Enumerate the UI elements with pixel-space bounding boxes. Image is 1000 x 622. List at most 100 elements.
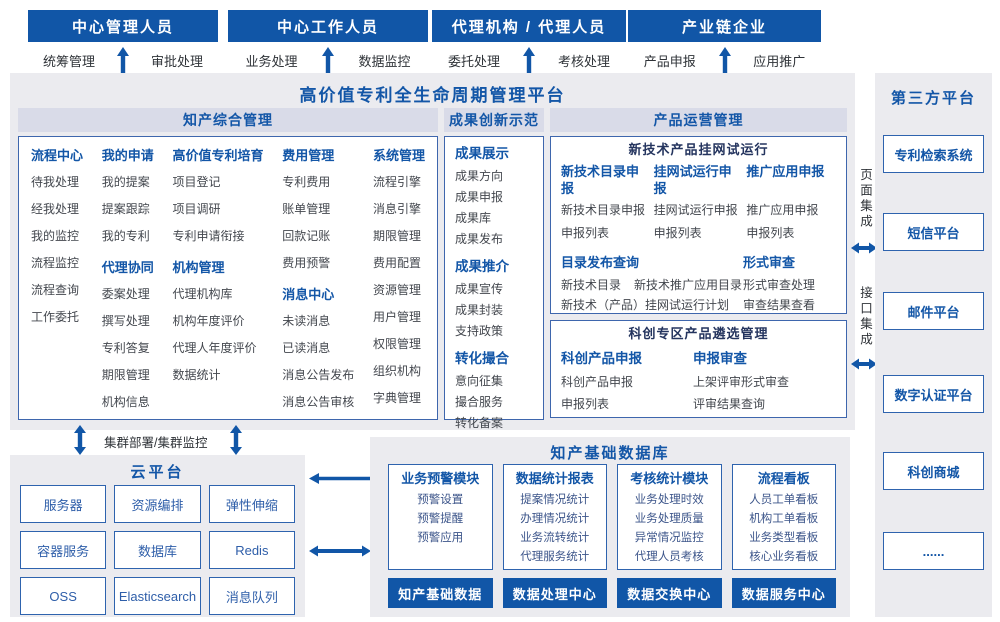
vertical-double-arrow-icon [718,47,731,85]
menu-column: 我的申请 我的提案 提案跟踪 我的专利 代理协同 委案处理 撰写处理 专利答复 … [102,142,154,414]
menu-item: 我的监控 [31,229,80,243]
role-group-agency-agents: 代理机构 / 代理人员 委托处理 考核处理 [432,10,626,85]
menu-column: 费用管理 专利费用 账单管理 回款记账 费用预警 消息中心 未读消息 已读消息 … [282,142,354,414]
menu-item: 意向征集 [455,374,504,388]
menu-item: 提案跟踪 [101,202,150,216]
menu-item: 委案处理 [101,287,150,301]
menu-column: 系统管理 流程引擎 消息引擎 期限管理 费用配置 资源管理 用户管理 权限管理 … [373,142,425,414]
menu-item: 上架评审形式审查 [693,375,790,389]
database-module: 业务预警模块 预警设置 预警提醒 预警应用 知产基础数据 [388,464,493,608]
menu-item: 字典管理 [372,391,421,405]
module-item: 业务流转统计 [520,532,590,544]
menu-item: 专利答复 [101,341,150,355]
section-title: 知产综合管理 [18,108,438,132]
data-center-bar: 知产基础数据 [388,578,493,608]
section-content: 成果展示 成果方向 成果申报 成果库 成果发布 成果推介 成果宣传 成果封装 支… [444,136,544,430]
left-arrow-icon [309,473,371,484]
menu-item: 期限管理 [372,229,421,243]
menu-item: 申报列表 [561,226,610,240]
menu-item: 账单管理 [282,202,331,216]
ip-database-panel: 知产基础数据库 业务预警模块 预警设置 预警提醒 预警应用 知产基础数据 数据统… [370,437,850,617]
module-item: 核心业务看板 [749,551,819,563]
role-header: 代理机构 / 代理人员 [432,10,626,42]
menu-column: 流程中心 待我处理 经我处理 我的监控 流程监控 流程查询 工作委托 [31,142,83,414]
cloud-platform-panel: 云平台 服务器 资源编排 弹性伸缩 容器服务 数据库 Redis OSS Ela… [10,455,305,617]
module-title: 业务预警模块 [401,471,480,486]
menu-item: 申报列表 [561,397,610,411]
module-box: 流程看板 人员工单看板 机构工单看板 业务类型看板 核心业务看板 [731,464,836,570]
menu-group-title: 形式审查 [743,255,796,270]
cloud-service-node: OSS [20,577,107,615]
menu-group-title: 目录发布查询 [561,255,640,270]
menu-group-title: 转化撮合 [455,351,509,366]
role-action-label: 应用推广 [753,54,806,69]
menu-item: 我的提案 [101,175,150,189]
menu-item: 成果方向 [455,169,504,183]
cloud-platform-title: 云平台 [130,464,185,481]
module-item: 业务处理质量 [634,513,704,525]
vertical-double-arrow-icon [117,47,129,85]
horizontal-double-arrow-icon [851,242,877,254]
role-action-label: 统筹管理 [42,54,95,69]
module-title: 流程看板 [757,471,810,486]
menu-group-title: 流程中心 [31,148,84,163]
role-header: 产业链企业 [628,10,821,42]
vertical-double-arrow-icon [74,425,86,455]
module-item: 代理服务统计 [520,551,590,563]
menu-item: 流程监控 [31,256,80,270]
menu-column: 挂网试运行申报 挂网试运行申报 申报列表 [654,163,742,245]
data-center-bar: 数据交换中心 [617,578,722,608]
menu-group-title: 我的申请 [101,148,154,163]
section-ip-management: 知产综合管理 流程中心 待我处理 经我处理 我的监控 流程监控 流程查询 工作委… [18,108,438,420]
menu-item: 用户管理 [372,310,421,324]
menu-group-title: 成果展示 [455,146,509,161]
vertical-double-arrow-icon [523,47,535,85]
third-party-node: 科创商城 [883,452,984,490]
page-integration-label: 页面集成 [858,168,872,230]
subsection-online-trial: 新技术产品挂网试运行 新技术目录申报 新技术目录申报 申报列表 挂网试运行申报 … [550,136,847,314]
menu-column: 新技术目录申报 新技术目录申报 申报列表 [561,163,649,245]
third-party-title: 第三方平台 [890,90,976,107]
role-action-label: 审批处理 [150,54,203,69]
third-party-node: 专利检索系统 [883,135,984,173]
menu-item: 代理机构库 [172,287,233,301]
cloud-service-node: 容器服务 [20,531,107,569]
module-item: 机构工单看板 [749,513,819,525]
third-party-node: 邮件平台 [883,292,984,330]
menu-item: 成果封装 [455,303,504,317]
menu-item: 申报列表 [746,226,795,240]
section-content: 流程中心 待我处理 经我处理 我的监控 流程监控 流程查询 工作委托 我的申请 … [18,136,438,420]
subsection-sci-product-selection: 科创专区产品遴选管理 科创产品申报 科创产品申报 申报列表 申报审查 上架评审形… [550,320,847,418]
menu-group-title: 高价值专利培育 [172,148,264,163]
horizontal-double-arrow-icon [851,358,877,370]
menu-item: 资源管理 [372,283,421,297]
role-group-center-managers: 中心管理人员 统筹管理 审批处理 [28,10,218,85]
menu-item: 新技术目录申报 [561,203,646,217]
role-action-label: 委托处理 [447,54,500,69]
menu-item: 费用预警 [282,256,331,270]
menu-item: 新技术目录 [561,278,622,292]
menu-item: 新技术推广应用目录 [634,278,743,292]
vertical-double-arrow-icon [230,425,242,455]
role-action-label: 数据监控 [358,54,411,69]
module-item: 业务处理时效 [634,494,704,506]
module-item: 代理人员考核 [634,551,704,563]
module-item: 预警提醒 [417,513,464,525]
module-item: 办理情况统计 [520,513,590,525]
cloud-service-node: Elasticsearch [114,577,201,615]
database-module: 考核统计模块 业务处理时效 业务处理质量 异常情况监控 代理人员考核 数据交换中… [617,464,722,608]
database-module: 数据统计报表 提案情况统计 办理情况统计 业务流转统计 代理服务统计 数据处理中… [502,464,607,608]
module-box: 数据统计报表 提案情况统计 办理情况统计 业务流转统计 代理服务统计 [502,464,607,570]
menu-item: 流程引擎 [372,175,421,189]
api-integration-label: 接口集成 [858,286,872,348]
cloud-service-node: 服务器 [20,485,107,523]
menu-item: 机构年度评价 [172,314,245,328]
menu-item: 专利费用 [282,175,331,189]
menu-group-title: 代理协同 [101,260,154,275]
third-party-node: 数字认证平台 [883,375,984,413]
menu-item: 待我处理 [31,175,80,189]
horizontal-double-arrow-icon [309,545,371,557]
menu-item: 审查结果查看 [743,298,816,312]
cloud-service-node: 消息队列 [208,577,295,615]
menu-group-title: 挂网试运行申报 [653,164,732,196]
